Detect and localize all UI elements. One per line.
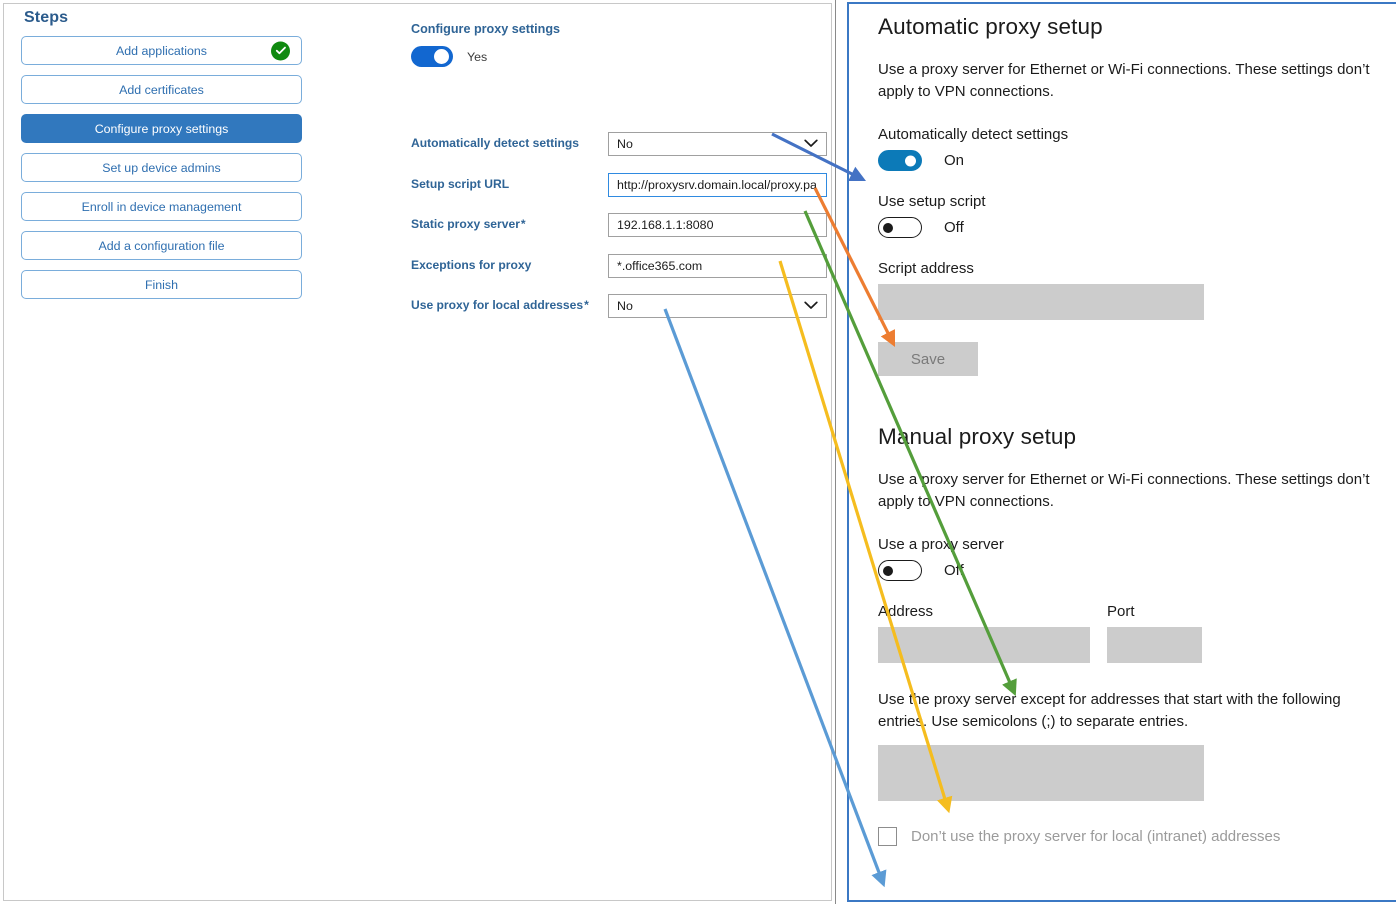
input-value: http://proxysrv.domain.local/proxy.pa [617, 177, 817, 192]
step-button-add-certificates[interactable]: Add certificates [21, 75, 302, 104]
field-label: Use proxy for local addresses * [411, 298, 589, 312]
step-label: Configure proxy settings [94, 122, 229, 136]
automatically-detect-settings-state: On [944, 152, 965, 169]
field-row-static-proxy-server: Static proxy server * 192.168.1.1:8080 [411, 213, 827, 254]
windows-proxy-settings-panel: Automatic proxy setup Use a proxy server… [847, 2, 1396, 902]
required-marker: * [519, 217, 526, 231]
field-row-use-proxy-for-local-addresses: Use proxy for local addresses * No [411, 294, 827, 335]
field-label: Static proxy server * [411, 217, 526, 231]
bypass-local-row: Don’t use the proxy server for local (in… [878, 827, 1378, 846]
proxy-form-header: Configure proxy settings Yes [411, 22, 826, 71]
step-label: Finish [144, 278, 179, 292]
exceptions-for-proxy-input[interactable]: *.office365.com [608, 253, 827, 278]
step-button-configure-proxy-settings[interactable]: Configure proxy settings [21, 114, 302, 143]
automatically-detect-settings-toggle[interactable] [878, 150, 922, 171]
required-marker: * [583, 298, 589, 312]
field-row-exceptions-for-proxy: Exceptions for proxy *.office365.com [411, 253, 827, 295]
step-button-finish[interactable]: Finish [21, 270, 302, 299]
toggle-knob [883, 565, 893, 576]
step-label: Set up device admins [102, 161, 221, 175]
toggle-knob [883, 222, 893, 233]
save-button[interactable]: Save [878, 342, 978, 376]
field-row-setup-script-url: Setup script URL http://proxysrv.domain.… [411, 172, 827, 214]
toggle-knob [434, 49, 449, 64]
step-button-add-a-configuration-file[interactable]: Add a configuration file [21, 231, 302, 260]
step-button-set-up-device-admins[interactable]: Set up device admins [21, 153, 302, 182]
port-input[interactable] [1107, 627, 1202, 663]
select-value: No [617, 299, 633, 313]
exceptions-description: Use the proxy server except for addresse… [878, 691, 1341, 730]
bypass-local-checkbox[interactable] [878, 827, 897, 846]
address-group: Address [878, 603, 1090, 663]
bypass-local-label: Don’t use the proxy server for local (in… [911, 828, 1281, 845]
address-label: Address [878, 603, 934, 620]
configure-proxy-toggle-label: Yes [467, 49, 488, 64]
chevron-down-icon [804, 295, 818, 317]
field-label: Automatically detect settings [411, 136, 580, 150]
address-port-row: Address Port [878, 603, 1378, 663]
use-setup-script-toggle-row: Off [878, 217, 1378, 238]
step-label: Add applications [116, 44, 207, 58]
step-label: Enroll in device management [81, 200, 242, 214]
address-input[interactable] [878, 627, 1090, 663]
toggle-knob [905, 155, 916, 166]
field-label: Setup script URL [411, 176, 510, 191]
use-setup-script-state: Off [944, 219, 964, 236]
use-setup-script-toggle[interactable] [878, 217, 922, 238]
port-label: Port [1107, 603, 1135, 620]
field-row-automatically-detect-settings: Automatically detect settings No [411, 132, 827, 173]
wizard-panel: Steps Add applications Add certificates … [3, 3, 832, 901]
use-a-proxy-server-label: Use a proxy server [878, 536, 1004, 553]
port-group: Port [1107, 603, 1202, 663]
step-button-enroll-in-device-management[interactable]: Enroll in device management [21, 192, 302, 221]
chevron-down-icon [804, 133, 818, 155]
input-value: *.office365.com [617, 258, 703, 273]
use-a-proxy-server-toggle[interactable] [878, 560, 922, 581]
use-proxy-for-local-addresses-select[interactable]: No [608, 294, 827, 318]
use-a-proxy-server-state: Off [944, 562, 964, 579]
static-proxy-server-input[interactable]: 192.168.1.1:8080 [608, 213, 827, 237]
exceptions-input[interactable] [878, 745, 1204, 801]
use-a-proxy-server-toggle-row: Off [878, 560, 1378, 581]
proxy-form-fields: Automatically detect settings No Setup s… [411, 132, 827, 335]
setup-script-url-input[interactable]: http://proxysrv.domain.local/proxy.pa [608, 172, 827, 197]
automatically-detect-settings-toggle-row: On [878, 150, 1378, 171]
use-setup-script-label: Use setup script [878, 193, 986, 210]
manual-proxy-setup-heading: Manual proxy setup [878, 424, 1077, 449]
step-label: Add a configuration file [98, 239, 225, 253]
configure-proxy-toggle[interactable] [411, 46, 453, 67]
automatically-detect-settings-select[interactable]: No [608, 132, 827, 156]
steps-title: Steps [24, 9, 69, 26]
input-value: 192.168.1.1:8080 [617, 218, 714, 232]
script-address-input[interactable] [878, 284, 1204, 320]
steps-column: Steps Add applications Add certificates … [21, 9, 311, 309]
field-label: Exceptions for proxy [411, 257, 532, 272]
select-value: No [617, 137, 633, 151]
step-label: Add certificates [119, 83, 204, 97]
panel-divider [835, 0, 836, 904]
settings-content: Automatic proxy setup Use a proxy server… [878, 14, 1378, 846]
script-address-label: Script address [878, 260, 974, 277]
form-heading: Configure proxy settings [411, 22, 561, 36]
manual-proxy-setup-description: Use a proxy server for Ethernet or Wi-Fi… [878, 471, 1370, 510]
configure-proxy-toggle-row: Yes [411, 46, 826, 67]
step-button-add-applications[interactable]: Add applications [21, 36, 302, 65]
check-circle-icon [271, 41, 290, 60]
automatic-proxy-setup-heading: Automatic proxy setup [878, 14, 1103, 39]
automatic-proxy-setup-description: Use a proxy server for Ethernet or Wi-Fi… [878, 61, 1370, 100]
automatically-detect-settings-label: Automatically detect settings [878, 126, 1069, 143]
